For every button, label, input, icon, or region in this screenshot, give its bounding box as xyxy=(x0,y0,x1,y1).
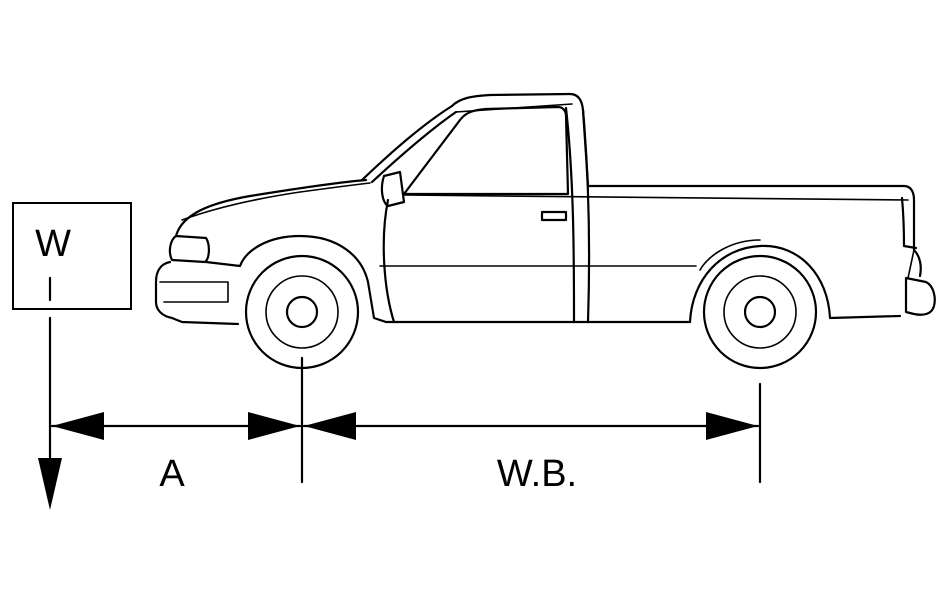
front-overhang-arrowhead-left xyxy=(52,412,104,440)
weight-box: W xyxy=(12,202,132,310)
down-arrowhead xyxy=(38,458,62,510)
rear-bumper xyxy=(904,276,936,316)
cab-roof xyxy=(450,92,590,187)
weight-label: W xyxy=(35,223,71,265)
pickup-truck-illustration xyxy=(154,92,936,326)
front-overhang-arrowhead-right xyxy=(248,412,300,440)
wheelbase-label: W.B. xyxy=(497,453,577,495)
dimension-lines xyxy=(50,356,762,484)
tail-light xyxy=(912,248,922,278)
weight-box-frame xyxy=(12,202,132,310)
wheelbase-arrowhead-right xyxy=(706,412,758,440)
rear-wheel xyxy=(702,254,818,370)
front-overhang-label: A xyxy=(159,453,185,495)
front-bumper xyxy=(154,260,240,326)
headlight xyxy=(168,234,210,264)
side-window xyxy=(402,105,570,196)
truck-bed xyxy=(586,184,916,252)
rear-fender xyxy=(688,244,902,324)
door xyxy=(382,198,396,324)
door-handle xyxy=(540,210,568,222)
windshield xyxy=(360,104,454,182)
wheelbase-arrowhead-left xyxy=(304,412,356,440)
side-mirror xyxy=(380,170,406,208)
front-wheel xyxy=(244,254,360,370)
weight-arrow xyxy=(38,276,62,510)
hood xyxy=(174,178,368,238)
front-fender xyxy=(204,234,388,324)
